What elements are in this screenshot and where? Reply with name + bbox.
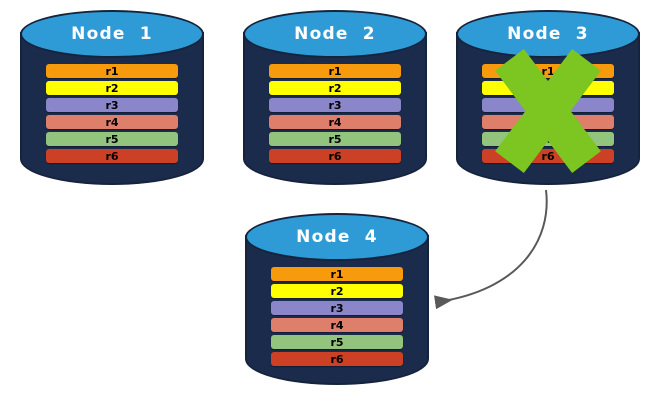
row-r2[interactable]: r2 <box>270 284 404 298</box>
row-r2[interactable]: r2 <box>481 81 615 95</box>
node-3-rows: r1 r2 r3 r4 r5 r6 <box>481 64 615 163</box>
row-r5[interactable]: r5 <box>268 132 402 146</box>
row-r1[interactable]: r1 <box>45 64 179 78</box>
cylinder-top-2 <box>243 10 427 58</box>
node-2-rows: r1 r2 r3 r4 r5 r6 <box>268 64 402 163</box>
node-2[interactable]: Node 2 r1 r2 r3 r4 r5 r6 <box>243 10 427 185</box>
row-r1[interactable]: r1 <box>270 267 404 281</box>
row-r4[interactable]: r4 <box>268 115 402 129</box>
cylinder-top-4 <box>245 213 429 261</box>
row-r5[interactable]: r5 <box>481 132 615 146</box>
node-4[interactable]: Node 4 r1 r2 r3 r4 r5 r6 <box>245 213 429 385</box>
failover-arrow-path <box>434 189 548 310</box>
node-1-rows: r1 r2 r3 r4 r5 r6 <box>45 64 179 163</box>
row-r5[interactable]: r5 <box>270 335 404 349</box>
row-r1[interactable]: r1 <box>481 64 615 78</box>
row-r4[interactable]: r4 <box>45 115 179 129</box>
row-r3[interactable]: r3 <box>270 301 404 315</box>
node-4-rows: r1 r2 r3 r4 r5 r6 <box>270 267 404 366</box>
row-r6[interactable]: r6 <box>270 352 404 366</box>
node-3[interactable]: Node 3 r1 r2 r3 r4 r5 r6 <box>456 10 640 185</box>
row-r2[interactable]: r2 <box>268 81 402 95</box>
row-r2[interactable]: r2 <box>45 81 179 95</box>
row-r4[interactable]: r4 <box>481 115 615 129</box>
row-r5[interactable]: r5 <box>45 132 179 146</box>
row-r1[interactable]: r1 <box>268 64 402 78</box>
row-r3[interactable]: r3 <box>268 98 402 112</box>
row-r3[interactable]: r3 <box>45 98 179 112</box>
node-1[interactable]: Node 1 r1 r2 r3 r4 r5 r6 <box>20 10 204 185</box>
row-r6[interactable]: r6 <box>481 149 615 163</box>
row-r4[interactable]: r4 <box>270 318 404 332</box>
cylinder-top-3 <box>456 10 640 58</box>
cylinder-top-1 <box>20 10 204 58</box>
row-r6[interactable]: r6 <box>45 149 179 163</box>
row-r6[interactable]: r6 <box>268 149 402 163</box>
row-r3[interactable]: r3 <box>481 98 615 112</box>
